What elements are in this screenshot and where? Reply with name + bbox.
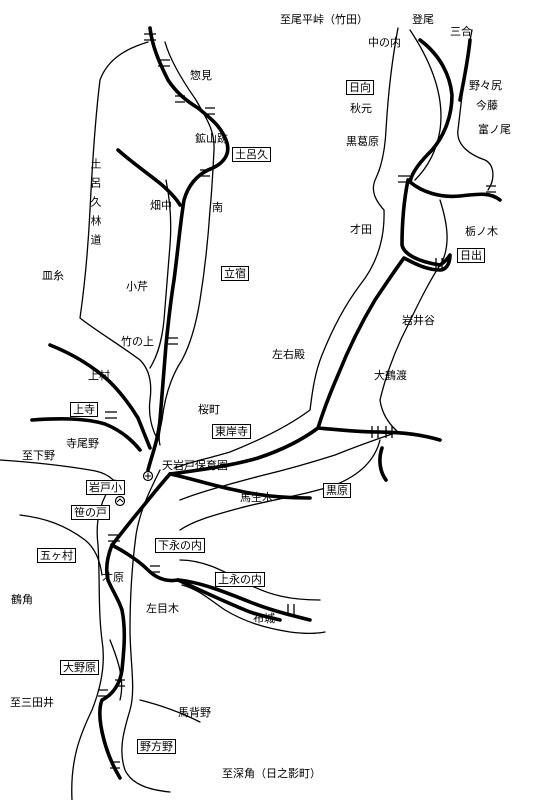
- label-nunoshiro: 布城: [253, 612, 275, 625]
- river-iwato-inner: [109, 639, 123, 701]
- bridge-mark: [175, 95, 185, 103]
- label-akimoto: 秋元: [350, 102, 372, 115]
- label-kamidera: 上寺: [70, 402, 98, 417]
- bridge-mark: [110, 761, 120, 769]
- rivers: [0, 27, 494, 800]
- label-koseri: 小芹: [126, 280, 148, 293]
- label-sayuden: 左右殿: [272, 348, 305, 361]
- bridge-mark: [115, 679, 125, 687]
- bridge-mark: [435, 258, 443, 268]
- road-ootsuru-south: [378, 446, 388, 482]
- label-iwatosho: 岩戸小: [86, 480, 125, 495]
- label-hyuga: 日向: [346, 80, 374, 95]
- road-mauki: [168, 472, 312, 500]
- label-takenoue: 竹の上: [121, 335, 154, 348]
- bridge-mark: [205, 107, 215, 115]
- label-nogatano: 野方野: [137, 739, 176, 754]
- label-kaminaganouchi: 上永の内: [215, 572, 265, 587]
- bridge-mark: [105, 411, 117, 419]
- road-iwato-south: [98, 472, 172, 780]
- label-mashino: 馬背野: [178, 706, 211, 719]
- label-imafuji: 今藤: [476, 99, 498, 112]
- label-sarai: 皿糸: [42, 269, 64, 282]
- bridge-mark: [108, 534, 120, 542]
- label-nakanouchi: 中の内: [368, 36, 401, 49]
- bridge-mark: [385, 426, 393, 438]
- river-east-main-b: [179, 199, 448, 501]
- school-symbol: [114, 495, 126, 507]
- bridge-mark: [150, 565, 160, 573]
- label-shimonaganouchi: 下永の内: [155, 538, 205, 553]
- label-iwaidani: 岩井谷: [402, 314, 435, 327]
- river-mashino: [139, 699, 201, 723]
- river-shimono: [0, 459, 121, 491]
- river-hyuga-mid: [409, 29, 442, 181]
- label-souken: 惣見: [190, 69, 212, 82]
- label-minami: 南: [212, 201, 223, 214]
- river-east-main-a: [174, 209, 385, 469]
- bridge-mark: [486, 185, 496, 193]
- bridge-mark: [158, 59, 170, 67]
- label-tachiyado: 立宿: [221, 266, 249, 281]
- bridge-mark: [398, 175, 410, 183]
- label-samegi: 左目木: [146, 602, 179, 615]
- label-saita: 才田: [350, 223, 372, 236]
- label-tochinoki: 栃ノ木: [465, 225, 498, 238]
- label-ootsuruwatari: 大鶴渡: [374, 369, 407, 382]
- road-kosekiato: [116, 148, 182, 207]
- river-iwato-east: [121, 469, 171, 793]
- label-gokamura: 五ヶ村: [37, 548, 76, 563]
- label-teraoyano: 寺尾野: [66, 437, 99, 450]
- label-to-oohirao: 至尾平峠（竹田）: [280, 13, 368, 26]
- road-hyuga: [408, 38, 502, 202]
- road-east-main: [168, 178, 452, 476]
- label-to-fukazumi: 至深角（日之影町）: [222, 767, 321, 780]
- label-to-mitai: 至三田井: [10, 696, 54, 709]
- label-higashikishiji: 東岸寺: [212, 424, 251, 439]
- label-kurobaru: 黒原: [323, 483, 351, 498]
- label-sakuramachi: 桜町: [198, 403, 220, 416]
- river-tsuchirokyu-inner: [149, 179, 172, 369]
- road-takenoue: [48, 343, 152, 450]
- label-noboo: 登尾: [412, 13, 434, 26]
- road-north-oohirao: [146, 26, 230, 472]
- river-tsuchirokyu-west: [79, 41, 159, 441]
- bridge-mark: [168, 337, 178, 345]
- label-sango: 三合: [450, 25, 472, 38]
- roads: [30, 26, 502, 780]
- label-tsuchirokyu-road: 土呂久林道: [89, 158, 102, 253]
- label-koseki: 鉱山跡: [195, 132, 228, 145]
- label-tsuchirokyu: 土呂久: [232, 147, 271, 162]
- bridges: [98, 33, 496, 769]
- label-kamimura: 上村: [88, 369, 110, 382]
- label-nursery: 天岩戸保育園: [162, 459, 228, 472]
- river-shimono-b: [19, 514, 103, 576]
- road-nagauchi: [176, 578, 282, 622]
- river-hyuga-west: [372, 27, 399, 211]
- label-hide: 日出: [457, 248, 485, 263]
- bridge-mark: [287, 604, 295, 616]
- label-kurokuzubaru: 黒葛原: [346, 135, 379, 148]
- road-hyuga-side: [458, 38, 472, 102]
- river-iwato-west: [71, 479, 116, 800]
- road-samegi: [110, 543, 312, 622]
- river-nagauchi-south: [181, 584, 326, 635]
- label-mauki: 馬生木: [240, 491, 273, 504]
- road-kamidera: [30, 417, 142, 452]
- bridge-mark: [144, 33, 156, 41]
- label-tomio: 富ノ尾: [478, 123, 511, 136]
- label-oonobaru: 大野原: [60, 660, 99, 675]
- label-hatanaka: 畑中: [150, 199, 172, 212]
- bridge-mark: [98, 689, 108, 697]
- nursery-symbol: [142, 470, 154, 482]
- label-nonojiri: 野々尻: [469, 79, 502, 92]
- bridge-mark: [371, 426, 379, 438]
- label-saibara: 才原: [102, 571, 124, 584]
- river-tsuchirokyu-east: [158, 41, 215, 446]
- bridge-mark: [200, 169, 210, 177]
- label-to-shimono: 至下野: [22, 449, 55, 462]
- label-sasanobaru: 笹の戸: [71, 505, 110, 520]
- label-tsurugado: 鶴角: [11, 593, 33, 606]
